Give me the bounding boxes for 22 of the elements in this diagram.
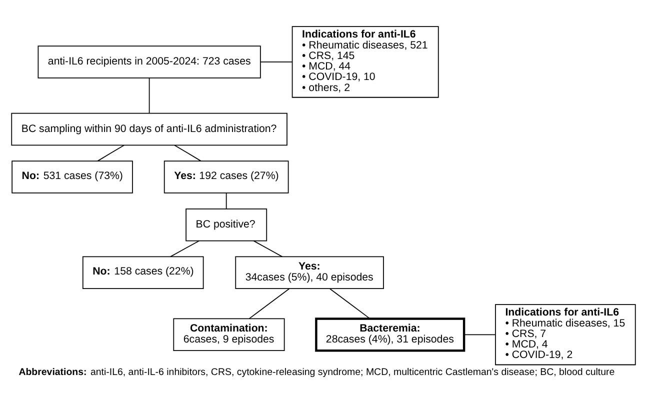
node-box: Bacteremia: 28cases (4%), 31 episodes: [315, 317, 466, 352]
connector: [253, 240, 283, 257]
node-box: Indications for anti-IL6 • Rheumatic diseases, 521 • CRS, 145 • MCD, 44 • COVID-19, 10 • others, 2: [292, 26, 439, 98]
node-box: No: 531 cases (73%): [12, 160, 133, 193]
connector: [97, 144, 125, 161]
node-box: BC positive?: [186, 208, 268, 241]
connector: [329, 288, 370, 319]
connector: [170, 240, 200, 257]
connector: [464, 334, 496, 335]
connector: [226, 192, 227, 209]
node-box: Contamination: 6cases, 9 episodes: [173, 318, 285, 351]
connector: [174, 144, 202, 161]
caption: Abbreviations: anti-IL6, anti-IL-6 inhibitors, CRS, cytokine-releasing syndrome; MCD, multicentric Castleman's disease; BC, blood culture: [18, 366, 615, 378]
connector: [148, 77, 150, 114]
connector: [260, 61, 293, 62]
node-box: Yes: 192 cases (27%): [164, 160, 289, 193]
node-box: anti-IL6 recipients in 2005-2024: 723 cases: [38, 45, 261, 78]
connector: [248, 288, 290, 319]
node-box: Indications for anti-IL6 • Rheumatic diseases, 15 • CRS, 7 • MCD, 4 • COVID-19, 2: [495, 304, 636, 365]
node-box: BC sampling within 90 days of anti-IL6 administration?: [11, 112, 288, 146]
node-box: Yes: 34cases (5%), 40 episodes: [235, 256, 384, 289]
node-box: No: 158 cases (22%): [82, 256, 204, 289]
